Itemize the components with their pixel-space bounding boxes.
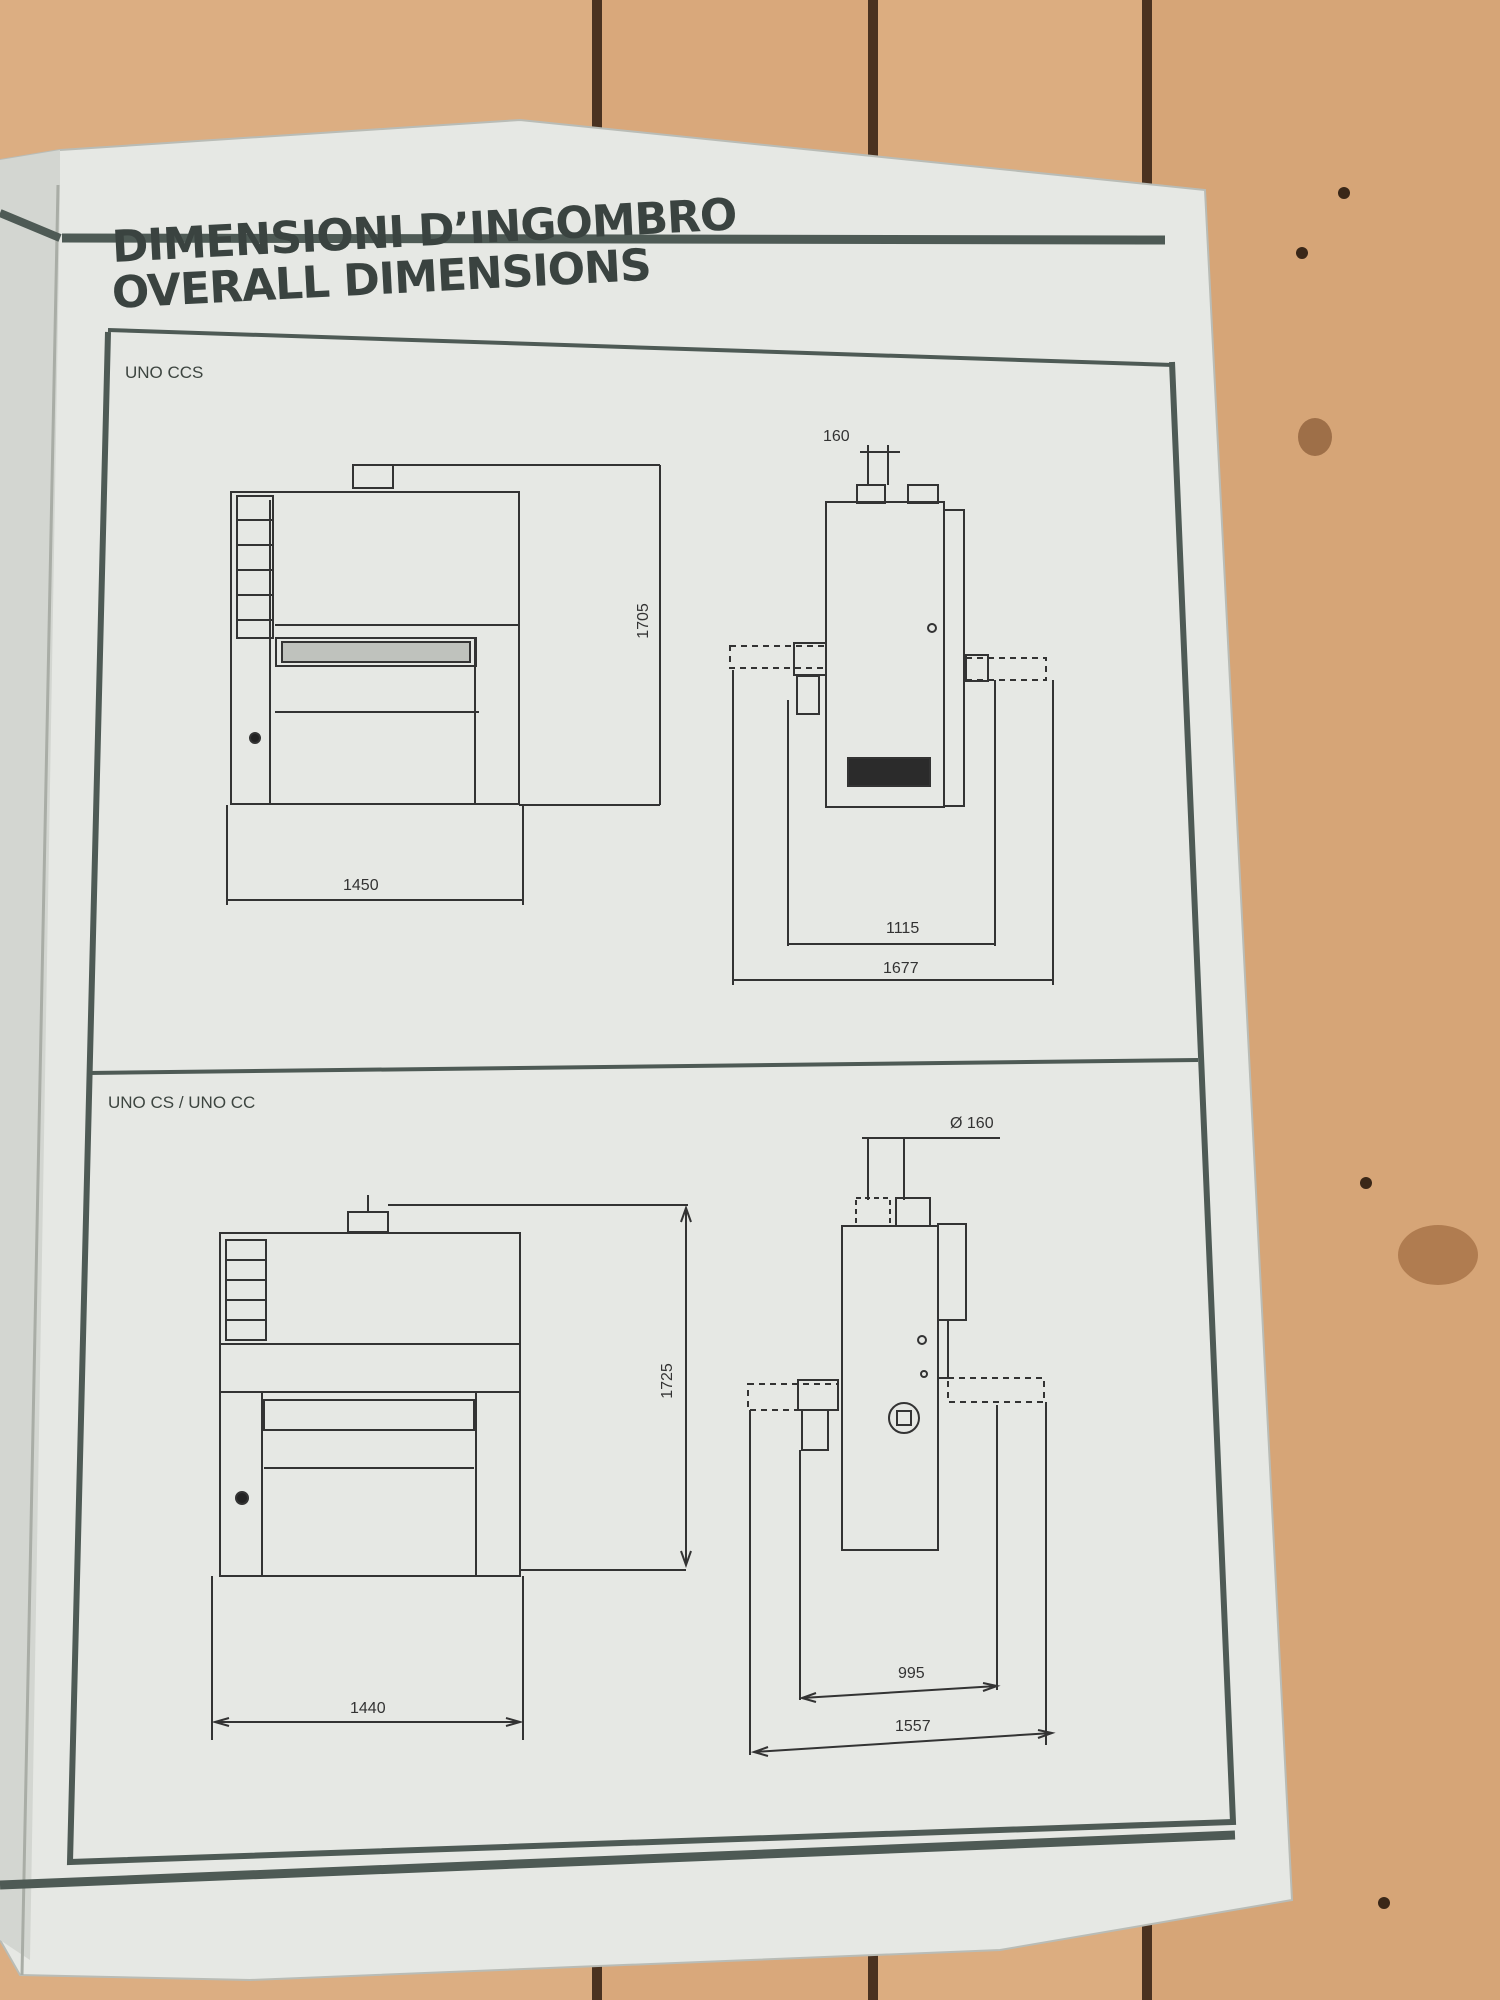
dim-cs-side-inner: 995	[898, 1665, 925, 1682]
outer-frame	[66, 331, 1237, 1866]
nail-hole	[1296, 247, 1308, 259]
nail-hole	[1338, 187, 1350, 199]
dim-cs-side-duct: Ø 160	[950, 1115, 994, 1132]
cs-side-view	[747, 1137, 1056, 1757]
header-rule-left	[0, 209, 62, 242]
page-crease	[20, 184, 60, 1976]
paper-sheet	[0, 118, 1294, 1982]
header-rule	[61, 233, 1166, 245]
section-label-uno-ccs: UNO CCS	[125, 363, 204, 382]
title-underline	[107, 328, 1174, 367]
nail-hole	[1378, 1897, 1390, 1909]
section-label-uno-cs-cc: UNO CS / UNO CC	[108, 1093, 256, 1112]
dim-ccs-side-inner: 1115	[886, 920, 920, 937]
dim-ccs-front-width: 1450	[343, 877, 379, 894]
dim-cs-front-width: 1440	[350, 1700, 386, 1717]
dim-cs-front-height: 1725	[658, 1363, 676, 1399]
wood-knot	[1298, 418, 1332, 456]
footer-rule	[0, 1830, 1236, 1890]
ccs-front-view	[226, 464, 661, 905]
wood-knot	[1398, 1225, 1478, 1285]
section-divider	[87, 1058, 1199, 1075]
cs-front-view	[211, 1195, 692, 1740]
dim-ccs-front-height: 1705	[634, 603, 652, 639]
dim-cs-side-outer: 1557	[895, 1718, 931, 1735]
dim-ccs-side-outer: 1677	[883, 960, 919, 977]
dim-ccs-side-duct: 160	[823, 428, 850, 445]
page-fold-shadow	[0, 150, 60, 1960]
ccs-side-view	[729, 445, 1054, 985]
nail-hole	[1360, 1177, 1372, 1189]
